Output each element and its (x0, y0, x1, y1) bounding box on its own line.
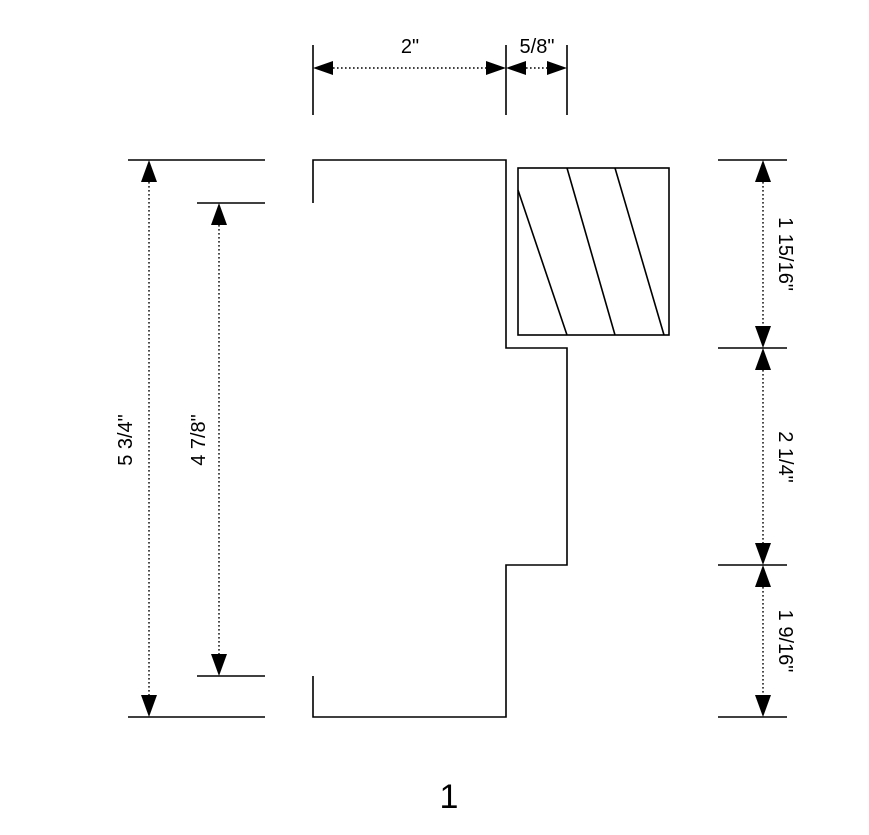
dim-label-2in: 2" (401, 36, 419, 58)
arrow-head (547, 61, 567, 75)
arrow-head (755, 695, 771, 717)
dim-label-2-1-4in: 2 1/4" (774, 431, 796, 483)
right-dimension: 1 15/16" 2 1/4" 1 9/16" (718, 159, 796, 718)
arrow-head (755, 326, 771, 348)
dim-label-1-15-16in: 1 15/16" (774, 217, 796, 291)
dim-label-5-3-4in: 5 3/4" (115, 414, 137, 466)
arrow-head (755, 348, 771, 370)
arrow-head (211, 203, 227, 225)
figure-label: 1 (440, 778, 459, 816)
arrow-head (755, 565, 771, 587)
arrow-head (755, 543, 771, 565)
arrow-head (755, 160, 771, 182)
arrow-head (313, 61, 333, 75)
dim-label-5-8in: 5/8" (520, 36, 555, 58)
arrow-head (141, 695, 157, 717)
profile-outline (312, 159, 568, 718)
top-dimension: 2" 5/8" (312, 36, 568, 115)
dim-label-1-9-16in: 1 9/16" (774, 610, 796, 673)
left-dimension: 5 3/4" 4 7/8" (115, 159, 265, 718)
arrow-head (141, 160, 157, 182)
arrow-head (506, 61, 526, 75)
arrow-head (486, 61, 506, 75)
dim-label-4-7-8in: 4 7/8" (188, 414, 210, 466)
arrow-head (211, 654, 227, 676)
hatched-section (517, 167, 670, 336)
